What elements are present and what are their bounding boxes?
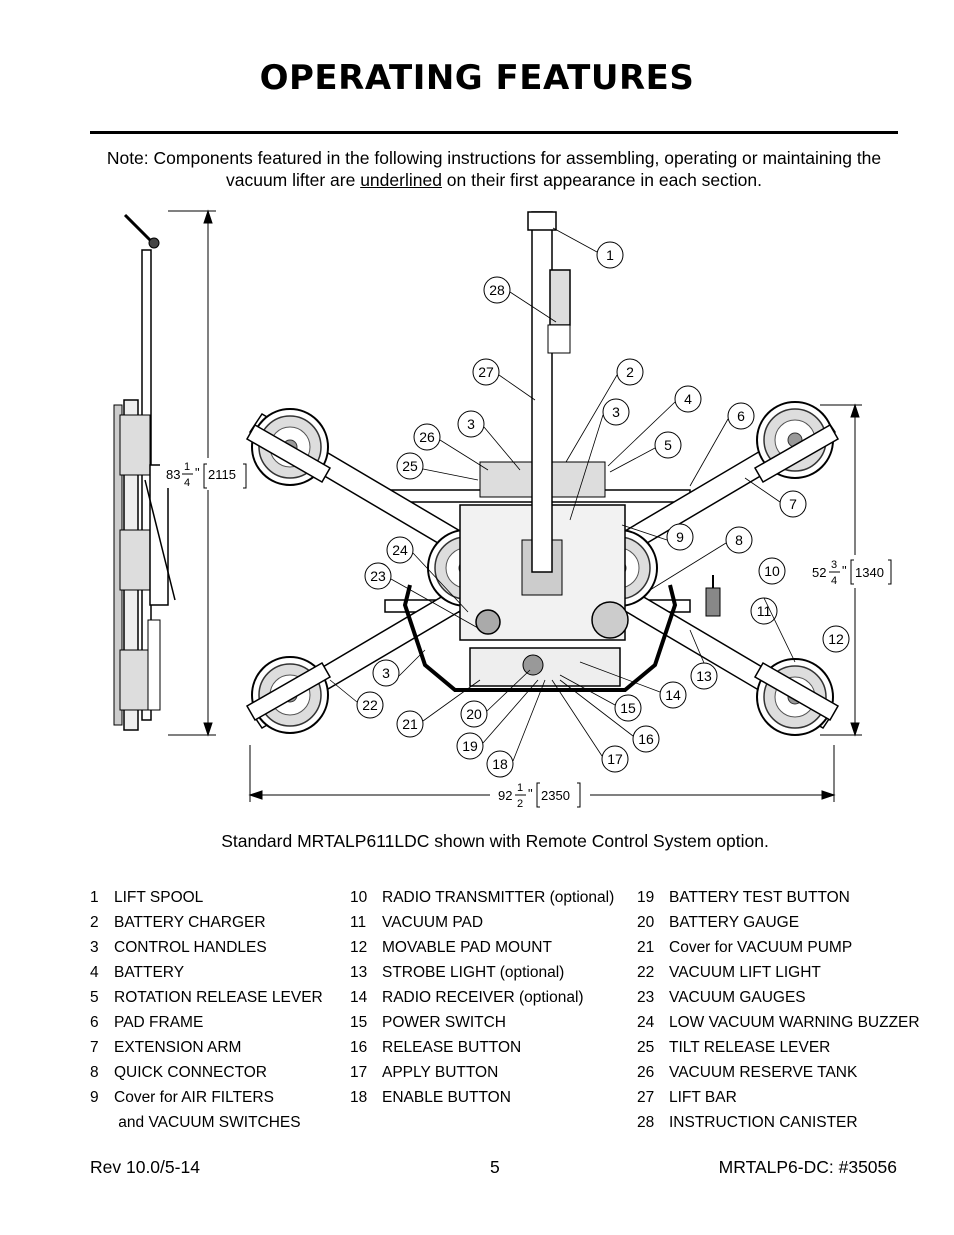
- height-dim-inch: ": [195, 465, 200, 480]
- footer-revision: Rev 10.0/5-14: [90, 1157, 200, 1177]
- footer-page-number: 5: [490, 1157, 500, 1177]
- svg-text:26: 26: [419, 429, 435, 445]
- depth-dim-inch: ": [842, 563, 847, 578]
- svg-text:5: 5: [664, 437, 672, 453]
- svg-text:3: 3: [612, 404, 620, 420]
- height-dim-metric: 2115: [208, 467, 236, 482]
- note: Note: Components featured in the followi…: [90, 147, 898, 191]
- width-dimension: [248, 745, 836, 802]
- width-dim-metric: 2350: [541, 788, 570, 803]
- callouts: 1 28 27 2 4 3 6 3 26 5 25 7 9 8 24 10 23 11 12 3 1…: [356, 241, 850, 778]
- svg-text:16: 16: [638, 731, 654, 747]
- svg-text:14: 14: [665, 687, 681, 703]
- side-view: [113, 213, 176, 731]
- legend-item: and VACUUM SWITCHES: [114, 1114, 301, 1131]
- height-dimension: [168, 209, 216, 737]
- width-dim-den: 2: [517, 798, 523, 810]
- svg-text:17: 17: [607, 751, 623, 767]
- depth-dimension: [820, 403, 862, 737]
- width-dim-inch: ": [528, 786, 533, 801]
- svg-text:13: 13: [696, 668, 712, 684]
- top-view: [245, 211, 840, 736]
- svg-text:1: 1: [606, 247, 614, 263]
- svg-text:18: 18: [492, 756, 508, 772]
- svg-text:6: 6: [737, 408, 745, 424]
- svg-text:12: 12: [828, 631, 844, 647]
- svg-text:25: 25: [402, 458, 418, 474]
- svg-text:22: 22: [362, 697, 378, 713]
- svg-text:24: 24: [392, 542, 408, 558]
- svg-text:3: 3: [382, 665, 390, 681]
- svg-text:3: 3: [467, 416, 475, 432]
- note-prefix: Note: Components featured in the followi…: [106, 148, 882, 190]
- page-title: OPERATING FEATURES: [259, 58, 695, 98]
- svg-text:15: 15: [620, 700, 636, 716]
- height-dim-den: 4: [184, 477, 190, 489]
- height-dim-whole: 83: [166, 467, 180, 482]
- note-suffix: on their first appearance in each sectio…: [441, 170, 762, 190]
- lifter-diagram: 83 1 4 " 2115: [90, 200, 898, 810]
- svg-text:23: 23: [370, 568, 386, 584]
- svg-text:28: 28: [489, 282, 505, 298]
- footer-document-id: MRTALP6-DC: #35056: [718, 1157, 897, 1177]
- width-dim-num: 1: [517, 782, 523, 794]
- note-underlined: underlined: [360, 170, 442, 190]
- width-dim-whole: 92: [498, 788, 512, 803]
- svg-text:2: 2: [626, 364, 634, 380]
- svg-text:11: 11: [757, 603, 772, 619]
- depth-dim-den: 4: [831, 575, 837, 587]
- title-rule: [90, 131, 898, 134]
- svg-text:20: 20: [466, 706, 482, 722]
- svg-text:21: 21: [402, 716, 418, 732]
- svg-text:8: 8: [735, 532, 743, 548]
- svg-text:9: 9: [676, 529, 684, 545]
- figure-caption: Standard MRTALP611LDC shown with Remote …: [221, 831, 769, 851]
- svg-text:19: 19: [462, 738, 478, 754]
- svg-text:10: 10: [764, 563, 780, 579]
- height-dim-num: 1: [184, 461, 190, 473]
- svg-text:7: 7: [789, 496, 797, 512]
- svg-text:27: 27: [478, 364, 494, 380]
- depth-dim-whole: 52: [812, 565, 826, 580]
- svg-text:4: 4: [684, 391, 692, 407]
- depth-dim-metric: 1340: [855, 565, 884, 580]
- leader-lines: [329, 227, 796, 762]
- depth-dim-num: 3: [831, 559, 837, 571]
